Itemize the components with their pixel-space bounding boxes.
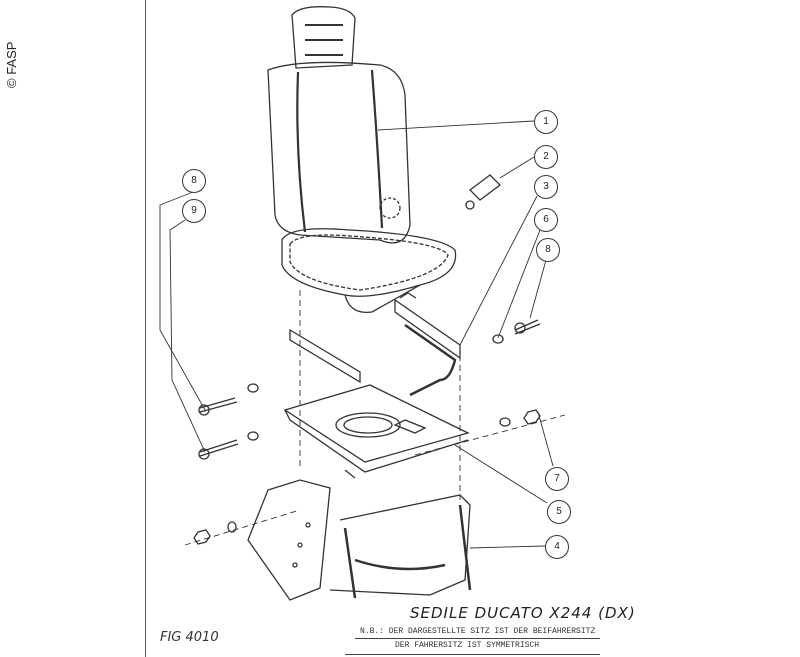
- bottom-rule: [345, 654, 600, 655]
- headrest: [291, 6, 356, 69]
- page-edge: [145, 0, 146, 657]
- note-line-1: N.B.: DER DARGESTELLTE SITZ IST DER BEIF…: [360, 627, 596, 636]
- callout-5: 5: [547, 500, 571, 524]
- callout-6: 6: [534, 208, 558, 232]
- leader-lines: [159, 120, 566, 549]
- base-plate: [283, 384, 470, 479]
- base-frame: [247, 479, 472, 601]
- callout-7: 7: [545, 467, 569, 491]
- seat-rails: [289, 292, 461, 397]
- callout-9: 9: [182, 199, 206, 223]
- note-line-2: DER FAHRERSITZ IST SYMMETRISCH: [395, 641, 540, 650]
- callout-3: 3: [534, 175, 558, 199]
- callout-2: 2: [534, 145, 558, 169]
- seat-cushion: [281, 228, 457, 314]
- drawing-title: SEDILE DUCATO X244 (DX): [410, 604, 636, 622]
- note-divider: [355, 638, 600, 639]
- backrest: [267, 61, 411, 244]
- callout-4: 4: [545, 535, 569, 559]
- callout-8-left: 8: [182, 169, 206, 193]
- callout-1: 1: [534, 110, 558, 134]
- figure-label: FIG 4010: [160, 630, 219, 645]
- callout-8-right: 8: [536, 238, 560, 262]
- fasteners: [193, 174, 541, 545]
